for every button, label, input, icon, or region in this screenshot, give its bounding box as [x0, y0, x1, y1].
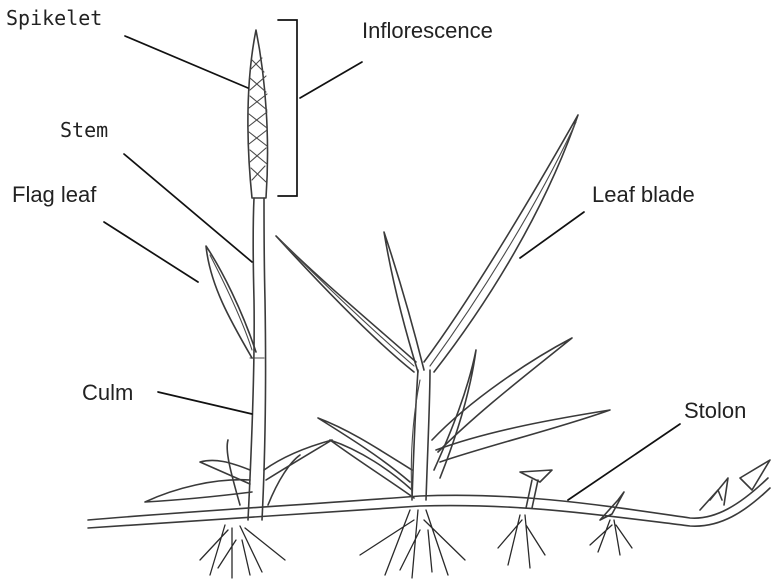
flag-leaf-label: Flag leaf	[12, 184, 96, 206]
stolon-leader	[568, 424, 680, 500]
leaf-blade-label: Leaf blade	[592, 184, 695, 206]
roots	[200, 510, 632, 578]
culm-label: Culm	[82, 382, 133, 404]
inflorescence-bracket	[278, 20, 297, 196]
basal-leaves-left	[145, 440, 332, 505]
stem-label: Stem	[60, 120, 108, 140]
leader-lines	[104, 36, 680, 500]
inflorescence-label: Inflorescence	[362, 20, 493, 42]
stolon-label: Stolon	[684, 400, 746, 422]
flag-leaf	[206, 246, 256, 358]
inflorescence-leader	[300, 62, 362, 98]
flag-leaf-leader	[104, 222, 198, 282]
culm-stem	[248, 198, 266, 520]
spikelet-leader	[125, 36, 248, 88]
culm-leader	[158, 392, 252, 414]
leaf-blade-leader	[520, 212, 584, 258]
stolon-shoot	[520, 470, 722, 520]
spikelet-label: Spikelet	[6, 8, 102, 28]
stem-leader	[124, 154, 252, 262]
spike	[248, 30, 268, 198]
